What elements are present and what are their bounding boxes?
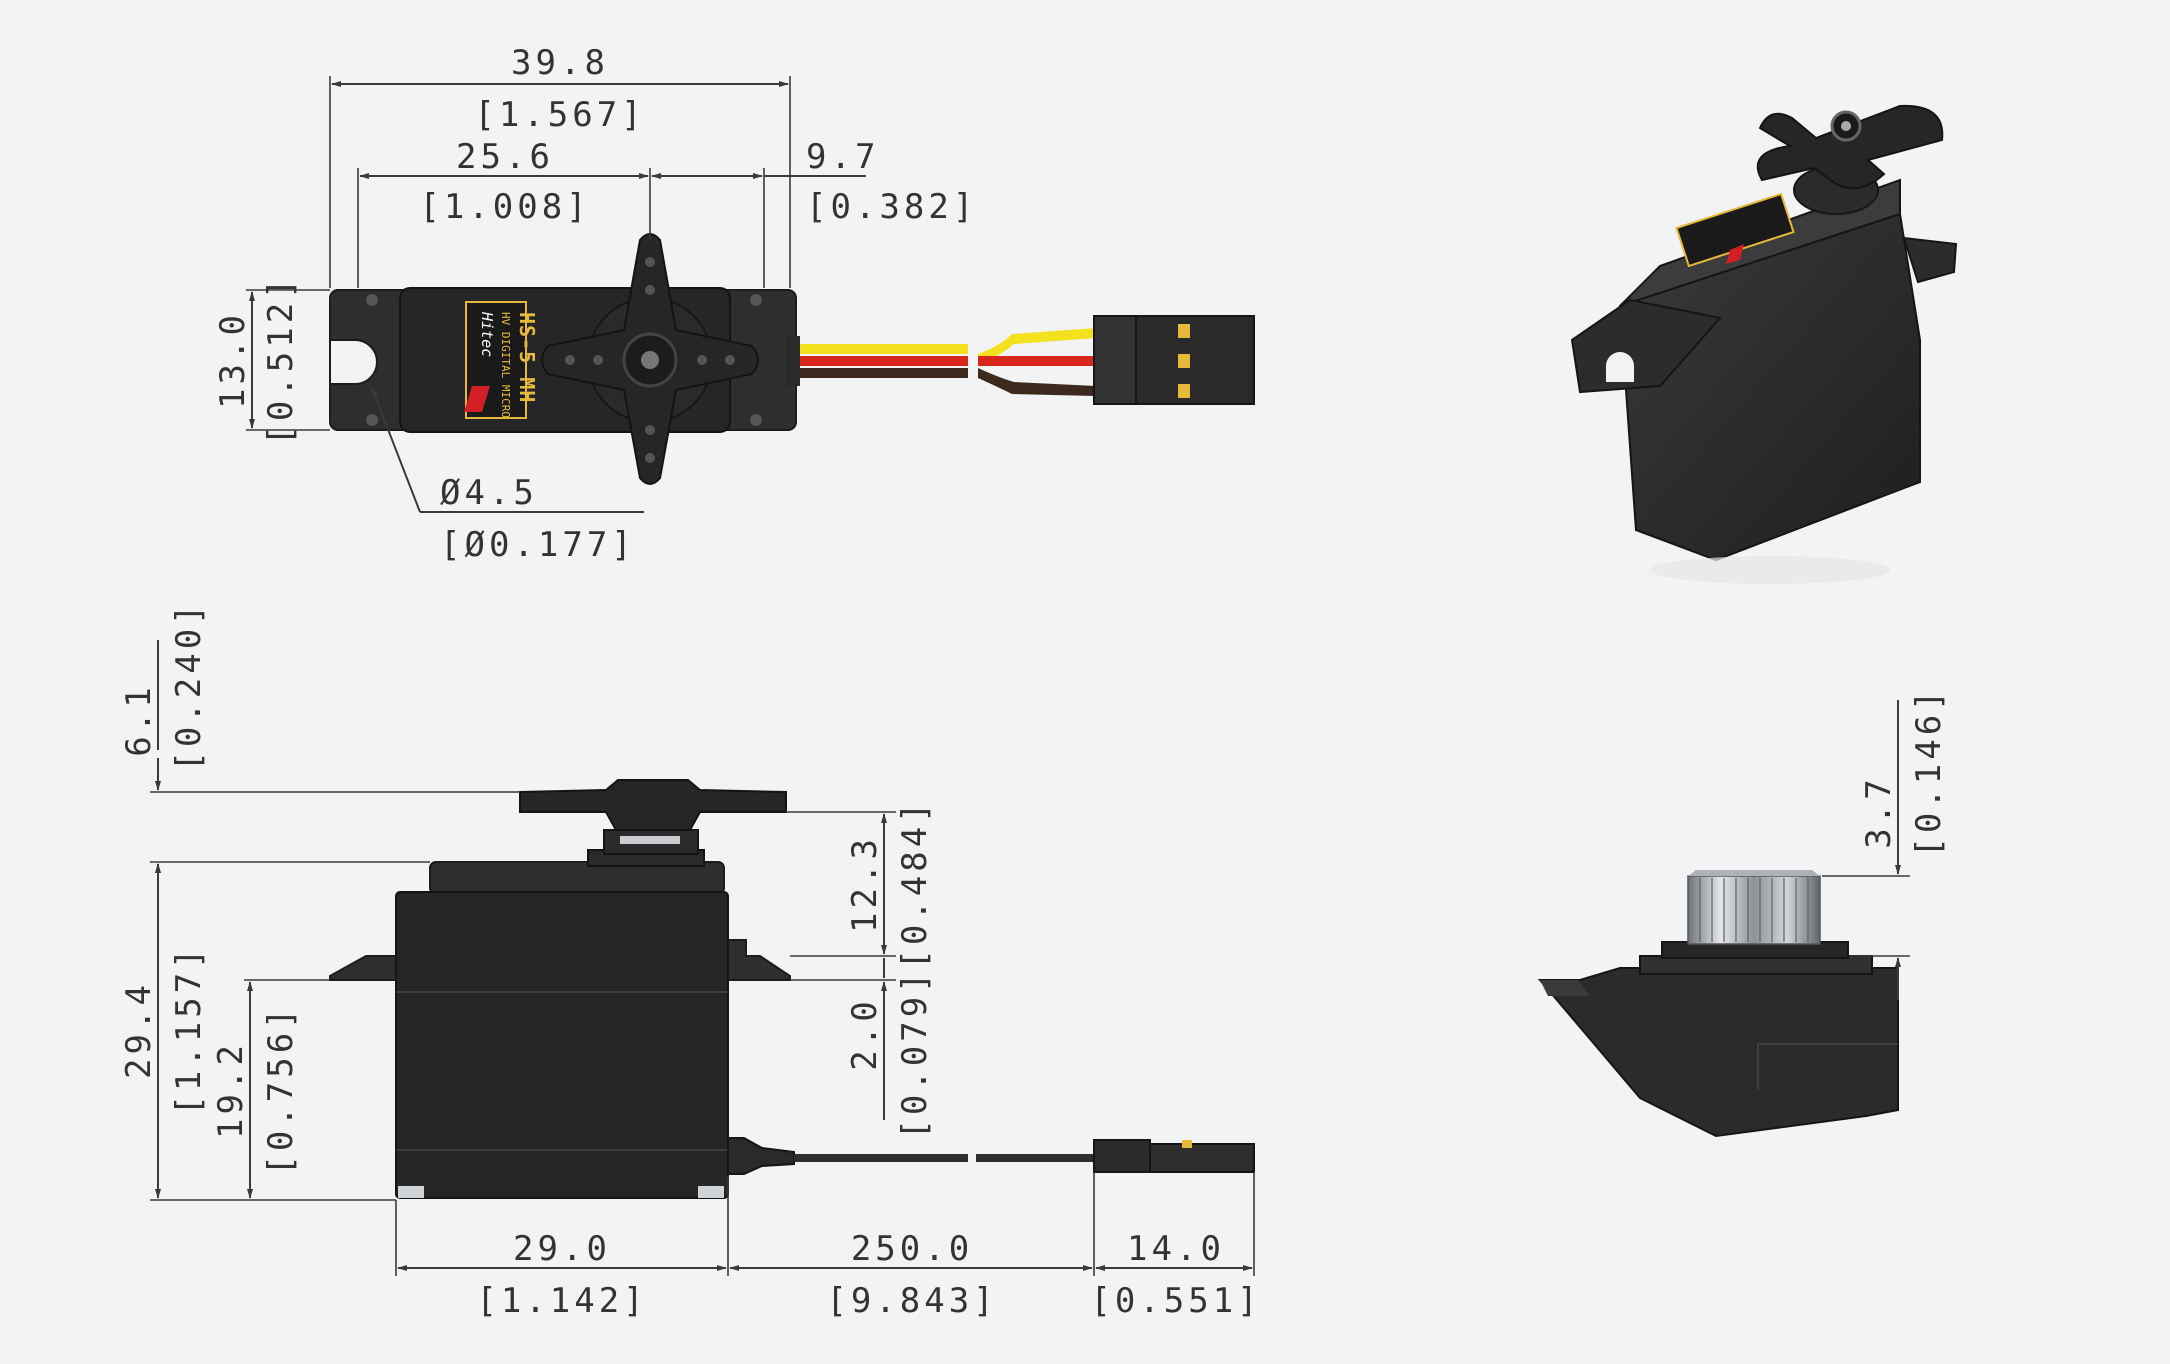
dim-spline-height-mm: 3.7 (1859, 775, 1899, 848)
side-view: 6.1 [0.240] 29.4 [1.157] 19.2 [0.756] 12… (119, 600, 1261, 1321)
dim-case-top-to-tab-inch: [0.484] (895, 798, 935, 969)
dim-horn-height-inch: [0.240] (169, 600, 209, 771)
side-flange-right (727, 939, 791, 981)
dim-width-mm: 13.0 (213, 311, 253, 409)
dim-tab-thickness-mm: 2.0 (845, 997, 885, 1070)
dim-overall-length-inch: [1.567] (474, 95, 645, 135)
dim-mount-height-inch: [0.756] (261, 1004, 301, 1175)
isometric-view (1570, 104, 1958, 584)
servo-wires (800, 328, 1096, 396)
iso-servo-horn (1756, 104, 1944, 190)
dim-tab-thickness-inch: [0.079] (895, 968, 935, 1139)
model-text: HS-5 MH (515, 312, 539, 403)
dim-total-height-inch: [1.157] (169, 944, 209, 1115)
dim-connector-length-inch: [0.551] (1090, 1281, 1261, 1321)
dim-case-top-to-tab-mm: 12.3 (845, 835, 885, 933)
dim-width-inch: [0.512] (261, 274, 301, 445)
dim-body-length-mm: 25.6 (456, 137, 554, 177)
dim-body-width-inch: [1.142] (476, 1281, 647, 1321)
brand-logo-icon (464, 386, 490, 412)
dim-cable-length-mm: 250.0 (851, 1229, 973, 1269)
dim-overall-length-mm: 39.8 (511, 43, 609, 83)
brand-text: Hitec (478, 311, 496, 357)
side-connector (1093, 1139, 1151, 1173)
cable-grommet (786, 336, 800, 386)
side-flange-left (329, 939, 401, 981)
dim-mount-height-mm: 19.2 (211, 1041, 251, 1139)
dim-horn-height-mm: 6.1 (119, 683, 159, 756)
dim-body-width-mm: 29.0 (513, 1229, 611, 1269)
side-cable (794, 1154, 968, 1162)
dim-spline-height-inch: [0.146] (1909, 686, 1949, 857)
spline-detail-view: 3.7 [0.146] (1537, 686, 1949, 1138)
side-servo-horn (519, 779, 787, 831)
screw-icon (366, 414, 378, 426)
screw-icon (750, 294, 762, 306)
iso-brand-logo-icon (1726, 244, 1744, 264)
dim-hole-diameter-inch: [Ø0.177] (440, 525, 636, 565)
dim-output-offset-mm: 9.7 (806, 137, 879, 177)
mount-hole-left (329, 339, 378, 385)
dim-hole-diameter-mm: Ø4.5 (440, 473, 538, 513)
side-case (395, 891, 729, 1199)
screw-icon (366, 294, 378, 306)
dim-total-height-mm: 29.4 (119, 981, 159, 1079)
horn-screw-icon (641, 351, 659, 369)
top-view: HS-5 MH HV DIGITAL MICRO Hitec (213, 43, 1255, 565)
dim-connector-length-mm: 14.0 (1127, 1229, 1225, 1269)
screw-icon (750, 414, 762, 426)
detail-case (1537, 967, 1899, 1138)
output-spline (1687, 875, 1821, 945)
side-cable-grommet (727, 1137, 795, 1175)
dim-cable-length-inch: [9.843] (826, 1281, 997, 1321)
dim-body-length-inch: [1.008] (419, 187, 590, 227)
dim-output-offset-inch: [0.382] (806, 187, 977, 227)
subtitle-text: HV DIGITAL MICRO (499, 312, 512, 418)
